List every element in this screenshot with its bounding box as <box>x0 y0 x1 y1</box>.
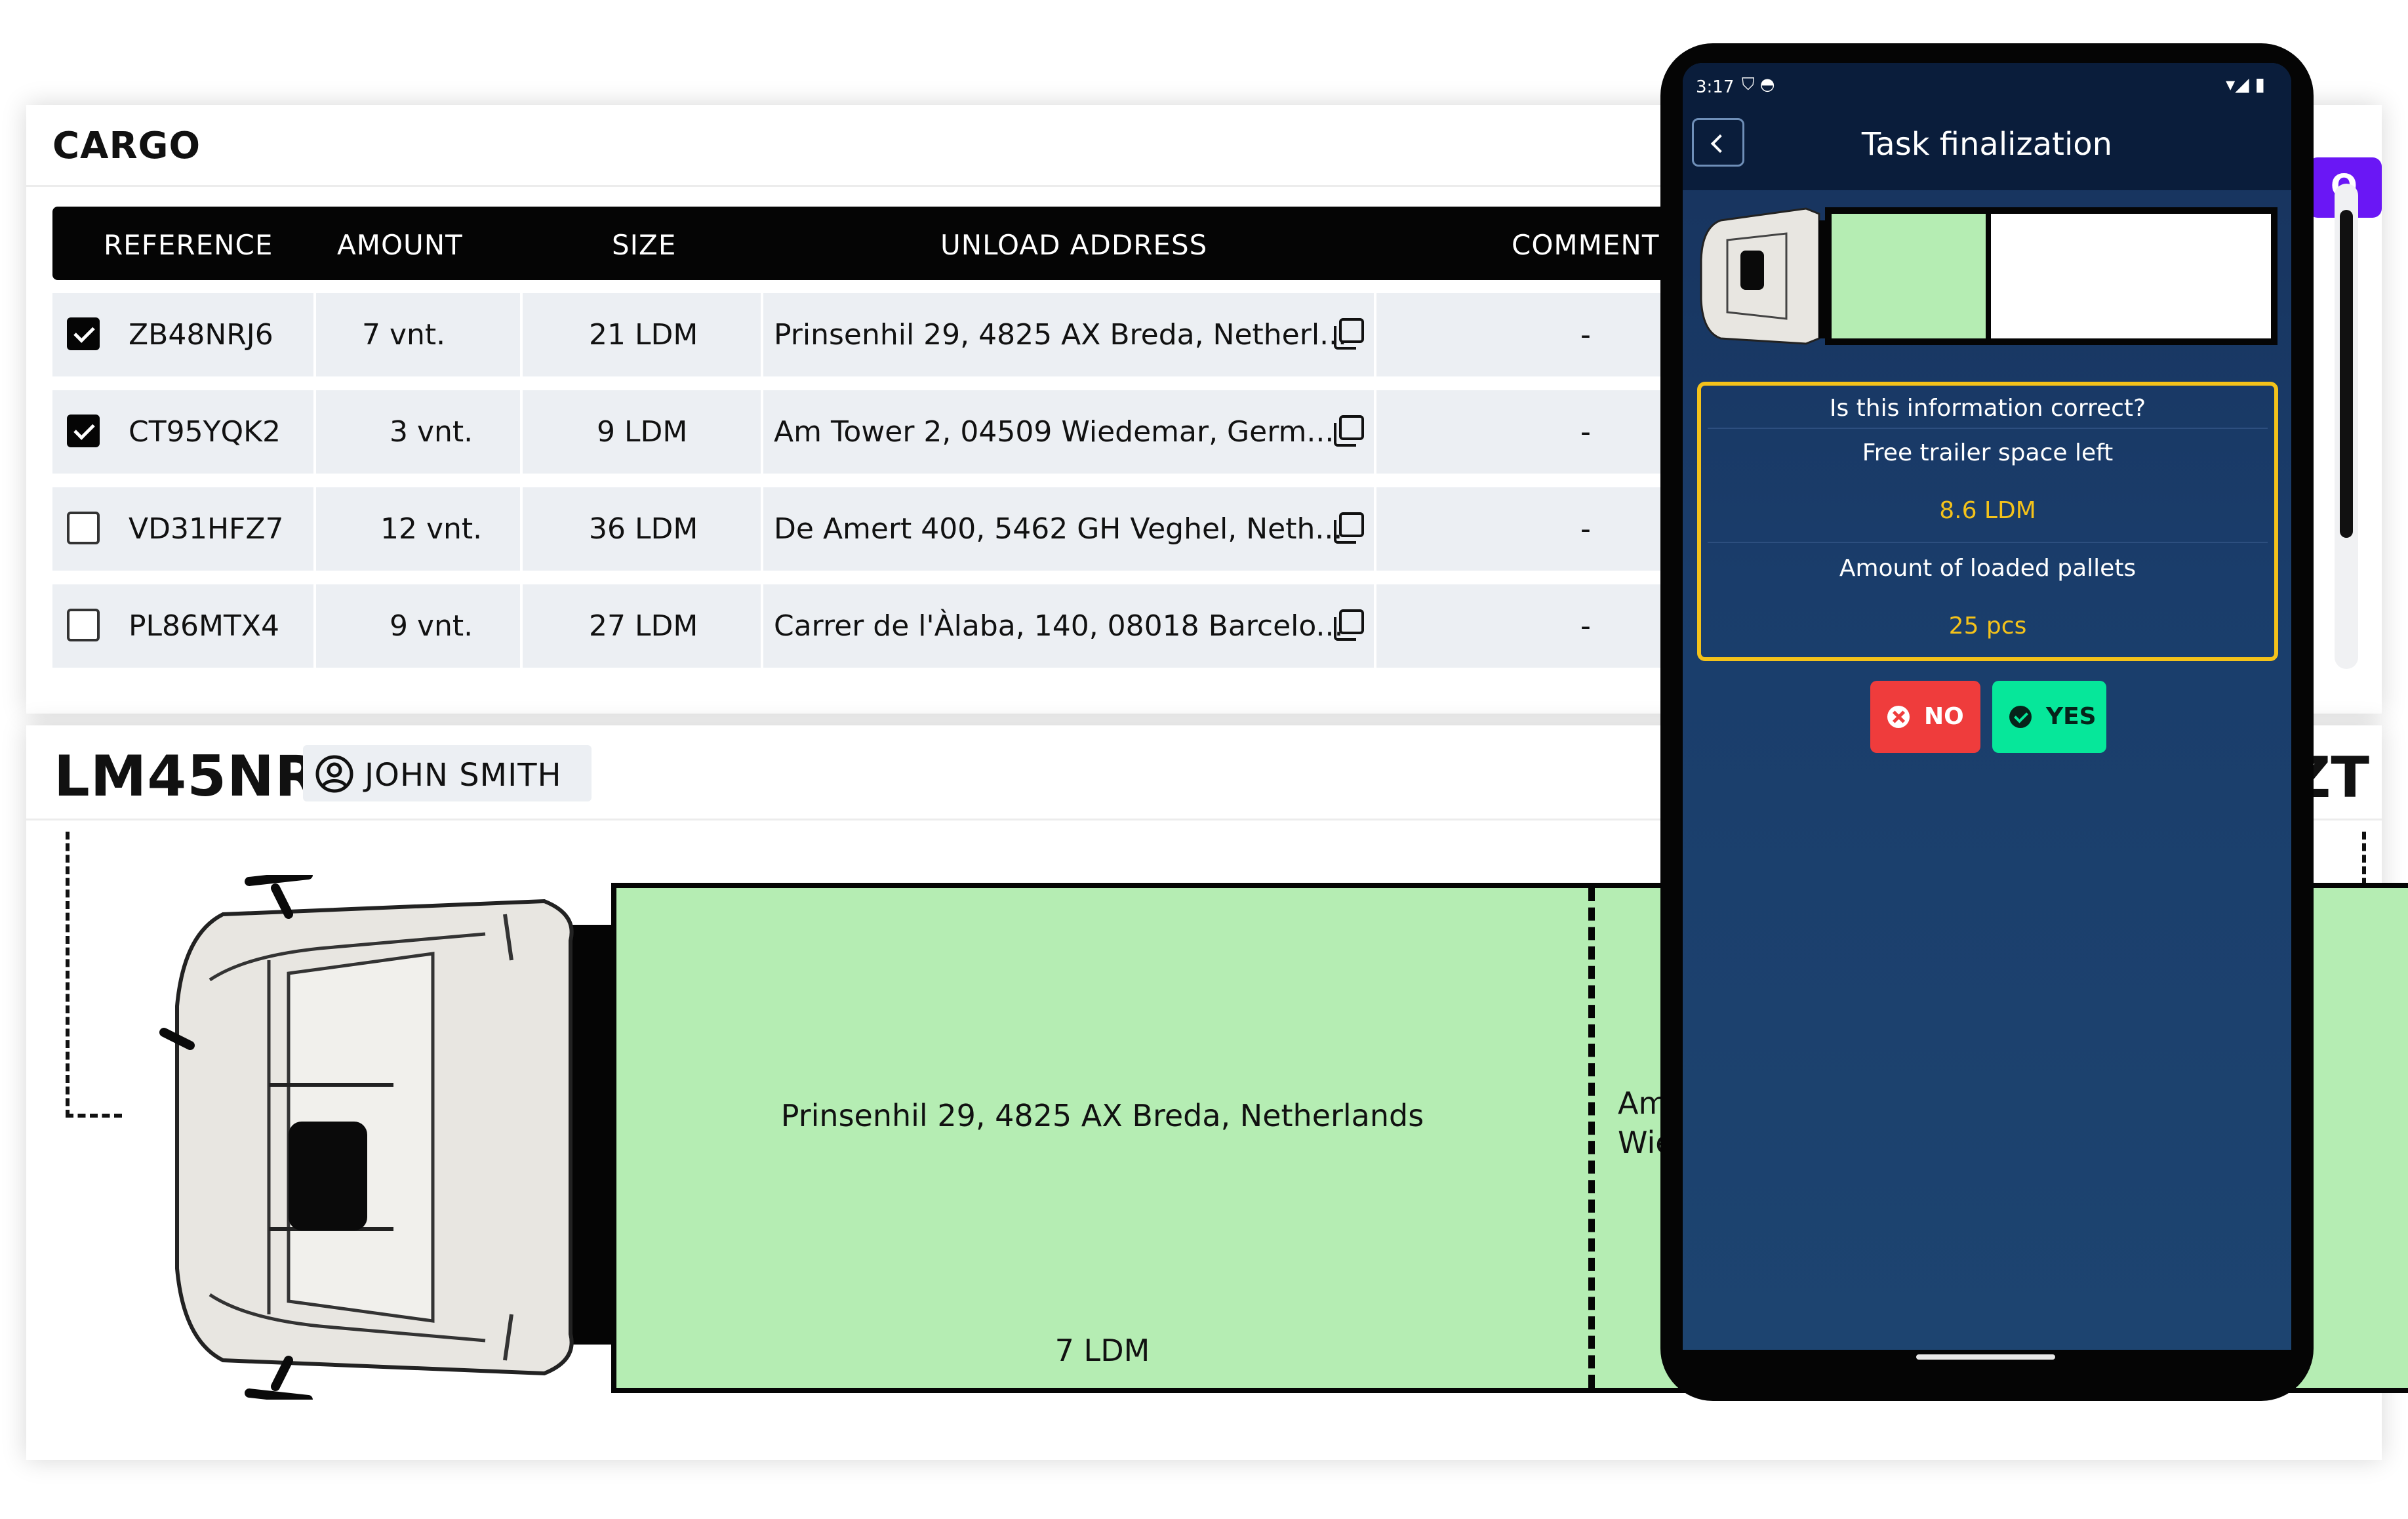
cell-address: Prinsenhil 29, 4825 AX Breda, Netherl... <box>774 318 1348 352</box>
cell-comment: - <box>1580 318 1591 352</box>
cell-amount: 12 vnt. <box>380 512 483 546</box>
column-size[interactable]: SIZE <box>612 229 677 261</box>
cell-separator <box>1374 584 1376 668</box>
column-reference[interactable]: REFERENCE <box>104 229 273 261</box>
vehicle-plate: LM45NR <box>54 744 319 809</box>
row-checkbox[interactable] <box>67 609 100 641</box>
info-divider <box>1708 428 2268 429</box>
row-checkbox[interactable] <box>67 415 100 447</box>
cell-separator <box>1374 390 1376 474</box>
cell-address: De Amert 400, 5462 GH Veghel, Neth... <box>774 512 1343 546</box>
driver-name: JOHN SMITH <box>365 757 562 794</box>
status-bar: 3:17 ⛉ ◓ ▾◢ ▮ <box>1683 63 2291 109</box>
cell-separator <box>520 390 523 474</box>
cell-separator <box>313 487 316 571</box>
cell-separator <box>761 390 763 474</box>
copy-icon[interactable] <box>1331 414 1365 448</box>
cell-separator <box>313 584 316 668</box>
dashed-bracket <box>66 832 122 1118</box>
mini-trailer-loaded-fill <box>1832 214 1991 338</box>
phone-frame: 3:17 ⛉ ◓ ▾◢ ▮ Task finalization Is this … <box>1660 43 2314 1401</box>
trailer-section-size: 7 LDM <box>1054 1333 1150 1368</box>
cell-separator <box>761 293 763 376</box>
copy-icon[interactable] <box>1331 608 1365 642</box>
row-checkbox[interactable] <box>67 317 100 350</box>
table-row[interactable]: PL86MTX4 9 vnt. 27 LDM Carrer de l'Àlaba… <box>52 584 1731 668</box>
column-comment[interactable]: COMMENT <box>1512 229 1660 261</box>
cell-amount: 3 vnt. <box>390 415 473 449</box>
column-unload-address[interactable]: UNLOAD ADDRESS <box>940 229 1208 261</box>
pallets-value: 25 pcs <box>1948 613 2027 639</box>
cell-size: 9 LDM <box>597 415 688 449</box>
table-row[interactable]: ZB48NRJ6 7 vnt. 21 LDM Prinsenhil 29, 48… <box>52 293 1731 376</box>
yes-button-label: YES <box>2046 703 2097 730</box>
user-circle-icon <box>315 755 353 793</box>
cell-amount: 7 vnt. <box>362 318 446 352</box>
confirmation-question: Is this information correct? <box>1829 395 2146 422</box>
home-indicator[interactable] <box>1916 1354 2055 1360</box>
cell-reference: VD31HFZ7 <box>129 512 284 546</box>
cell-comment: - <box>1580 512 1591 546</box>
status-time: 3:17 <box>1696 77 1735 97</box>
cell-size: 27 LDM <box>589 609 698 643</box>
check-circle-icon <box>2009 706 2032 728</box>
column-amount[interactable]: AMOUNT <box>337 229 463 261</box>
driver-chip[interactable]: JOHN SMITH <box>303 745 592 801</box>
no-button-label: NO <box>1924 703 1964 730</box>
trailer-section-address: Prinsenhil 29, 4825 AX Breda, Netherland… <box>780 1098 1424 1133</box>
cell-reference: CT95YQK2 <box>129 415 281 449</box>
table-row[interactable]: CT95YQK2 3 vnt. 9 LDM Am Tower 2, 04509 … <box>52 390 1731 474</box>
trailer-section-divider <box>1588 888 1595 1388</box>
cell-comment: - <box>1580 609 1591 643</box>
cell-reference: PL86MTX4 <box>129 609 280 643</box>
app-title: Task finalization <box>1861 126 2113 163</box>
cell-address: Carrer de l'Àlaba, 140, 08018 Barcelo... <box>774 609 1344 643</box>
back-button[interactable] <box>1692 118 1744 167</box>
cell-size: 21 LDM <box>589 318 698 352</box>
cell-separator <box>520 487 523 571</box>
cell-separator <box>313 390 316 474</box>
app-bar: Task finalization <box>1683 109 2291 190</box>
cargo-title: CARGO <box>52 125 201 167</box>
trailer-address-line: Am <box>1618 1085 1668 1121</box>
table-header: REFERENCE AMOUNT SIZE UNLOAD ADDRESS COM… <box>52 207 1731 280</box>
signal-battery-icon: ▾◢ ▮ <box>2226 73 2265 95</box>
cell-address: Am Tower 2, 04509 Wiedemar, Germ... <box>774 415 1334 449</box>
cell-amount: 9 vnt. <box>390 609 473 643</box>
cell-separator <box>520 584 523 668</box>
phone-screen: 3:17 ⛉ ◓ ▾◢ ▮ Task finalization Is this … <box>1683 63 2291 1350</box>
copy-icon[interactable] <box>1331 511 1365 545</box>
mini-trailer <box>1825 207 2278 345</box>
truck-cab-icon <box>159 875 630 1400</box>
cell-separator <box>761 584 763 668</box>
cell-separator <box>520 293 523 376</box>
no-button[interactable]: NO <box>1870 681 1980 753</box>
row-checkbox[interactable] <box>67 512 100 544</box>
copy-icon[interactable] <box>1331 317 1365 351</box>
info-divider <box>1708 542 2268 543</box>
cell-comment: - <box>1580 415 1591 449</box>
cell-separator <box>1374 293 1376 376</box>
table-row[interactable]: VD31HFZ7 12 vnt. 36 LDM De Amert 400, 54… <box>52 487 1731 571</box>
free-space-value: 8.6 LDM <box>1939 497 2036 524</box>
pallets-label: Amount of loaded pallets <box>1839 555 2137 582</box>
cell-separator <box>313 293 316 376</box>
cell-separator <box>1374 487 1376 571</box>
cargo-divider <box>26 185 2382 187</box>
status-icons: ⛉ ◓ <box>1742 75 1775 94</box>
yes-button[interactable]: YES <box>1992 681 2106 753</box>
cell-reference: ZB48NRJ6 <box>129 318 273 352</box>
cell-separator <box>761 487 763 571</box>
scrollbar-thumb[interactable] <box>2340 210 2353 538</box>
free-space-label: Free trailer space left <box>1862 439 2114 466</box>
confirmation-info-box: Is this information correct? Free traile… <box>1697 382 2278 661</box>
vehicle-divider <box>26 819 2382 820</box>
cancel-circle-icon <box>1887 706 1910 728</box>
cell-size: 36 LDM <box>589 512 698 546</box>
